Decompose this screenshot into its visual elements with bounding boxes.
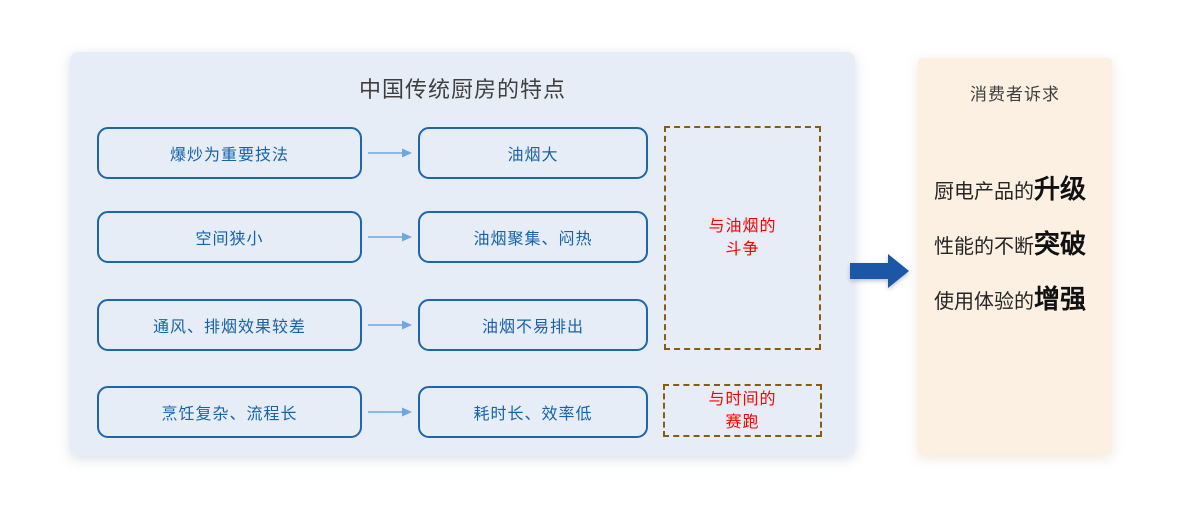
demand-line: 使用体验的增强 — [934, 284, 1086, 317]
left-panel-title: 中国传统厨房的特点 — [358, 77, 566, 102]
effect-box: 油烟大 — [418, 127, 648, 179]
demand-emphasis: 升级 — [1034, 174, 1087, 204]
effect-box: 油烟不易排出 — [418, 299, 648, 351]
arrow-right-icon — [368, 320, 412, 330]
demand-emphasis: 增强 — [1034, 284, 1087, 314]
cause-box: 空间狭小 — [97, 211, 362, 263]
demand-line: 厨电产品的升级 — [934, 174, 1086, 207]
effect-box: 耗时长、效率低 — [418, 386, 648, 438]
kitchen-characteristics-panel: 中国传统厨房的特点 爆炒为重要技法 油烟大 空间狭小 油烟聚集、闷热 通风、排烟… — [70, 52, 855, 456]
demand-text: 厨电产品的 — [934, 181, 1034, 203]
cause-box: 爆炒为重要技法 — [97, 127, 362, 179]
cause-label: 通风、排烟效果较差 — [152, 319, 306, 336]
time-race-group: 与时间的 赛跑 — [663, 384, 822, 437]
arrow-right-icon — [368, 232, 412, 242]
effect-label: 油烟聚集、闷热 — [473, 231, 593, 248]
right-panel-title: 消费者诉求 — [970, 85, 1060, 104]
cause-box: 通风、排烟效果较差 — [97, 299, 362, 351]
demand-text: 性能的不断 — [934, 236, 1034, 258]
big-arrow-icon — [850, 254, 909, 288]
cause-label: 爆炒为重要技法 — [169, 147, 289, 164]
consumer-demands-panel: 消费者诉求 厨电产品的升级 性能的不断突破 使用体验的增强 — [918, 58, 1112, 455]
cause-label: 烹饪复杂、流程长 — [161, 406, 298, 423]
arrow-right-icon — [368, 148, 412, 158]
group-label-line: 斗争 — [725, 241, 760, 258]
cause-box: 烹饪复杂、流程长 — [97, 386, 362, 438]
demand-emphasis: 突破 — [1034, 229, 1087, 259]
group-label-line: 与油烟的 — [708, 218, 777, 235]
effect-label: 油烟大 — [507, 147, 559, 164]
effect-label: 耗时长、效率低 — [473, 406, 593, 423]
demand-text: 使用体验的 — [934, 291, 1034, 313]
group-label-line: 赛跑 — [725, 413, 760, 431]
demand-line: 性能的不断突破 — [934, 229, 1086, 262]
smoke-struggle-group: 与油烟的 斗争 — [664, 126, 821, 350]
arrow-right-icon — [368, 407, 412, 417]
effect-box: 油烟聚集、闷热 — [418, 211, 648, 263]
cause-label: 空间狭小 — [195, 231, 264, 248]
group-label-line: 与时间的 — [708, 390, 777, 408]
effect-label: 油烟不易排出 — [481, 319, 584, 336]
